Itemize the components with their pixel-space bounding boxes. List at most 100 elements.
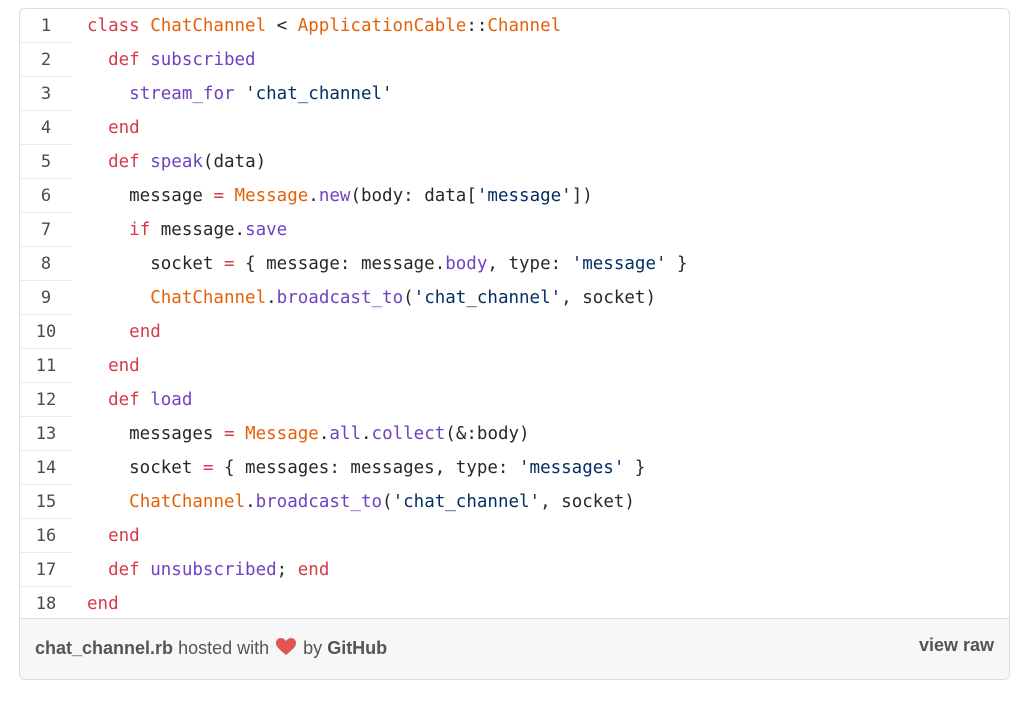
code-token: messages bbox=[87, 424, 224, 444]
code-token: ChatChannel bbox=[150, 288, 267, 308]
code-token bbox=[87, 526, 108, 546]
line-number[interactable]: 16 bbox=[20, 519, 72, 553]
line-number[interactable]: 18 bbox=[35, 594, 57, 614]
code-token: def bbox=[108, 560, 151, 580]
code-token: subscribed bbox=[150, 50, 256, 70]
heart-icon bbox=[276, 638, 297, 661]
code-token: message. bbox=[150, 220, 246, 240]
code-token: new bbox=[318, 186, 351, 206]
line-number[interactable]: 1 bbox=[20, 9, 72, 43]
code-token: speak bbox=[150, 152, 203, 172]
gist-footer: chat_channel.rb hosted with by GitHub vi… bbox=[20, 618, 1009, 679]
code-token bbox=[87, 356, 108, 376]
code-text: def subscribed bbox=[87, 43, 1009, 77]
code-token: . bbox=[318, 424, 330, 444]
code-token: , socket) bbox=[561, 288, 656, 308]
code-token: ( bbox=[403, 288, 414, 308]
code-token: class bbox=[87, 16, 151, 36]
code-line: 4 end bbox=[20, 111, 1009, 145]
code-line: 12 def load bbox=[20, 383, 1009, 417]
line-number[interactable]: 13 bbox=[20, 417, 72, 451]
code-token: 'chat_channel' bbox=[392, 492, 541, 512]
code-token: , type: bbox=[487, 254, 572, 274]
code-token: Message bbox=[245, 424, 319, 444]
code-token: Channel bbox=[487, 16, 562, 36]
line-number[interactable]: 9 bbox=[20, 281, 72, 315]
code-line: 7 if message.save bbox=[20, 213, 1009, 247]
code-token: ; bbox=[276, 560, 298, 580]
code-text: end bbox=[87, 315, 1009, 349]
line-number[interactable]: 14 bbox=[20, 451, 72, 485]
code-line: 6 message = Message.new(body: data['mess… bbox=[20, 179, 1009, 213]
code-token: broadcast_to bbox=[276, 288, 404, 308]
code-token bbox=[87, 152, 108, 172]
code-token bbox=[87, 118, 108, 138]
view-raw-link[interactable]: view raw bbox=[918, 635, 994, 655]
code-line: 14 socket = { messages: messages, type: … bbox=[20, 451, 1009, 485]
code-token: 'messages' bbox=[519, 458, 625, 478]
code-text: messages = Message.all.collect(&:body) bbox=[87, 417, 1009, 451]
code-text: def load bbox=[87, 383, 1009, 417]
line-number[interactable]: 11 bbox=[20, 349, 72, 383]
code-token: socket bbox=[87, 458, 203, 478]
code-line: 9 ChatChannel.broadcast_to('chat_channel… bbox=[20, 281, 1009, 315]
code-line: 3 stream_for 'chat_channel' bbox=[20, 77, 1009, 111]
line-number[interactable]: 7 bbox=[20, 213, 72, 247]
filename-link[interactable]: chat_channel.rb bbox=[35, 638, 174, 658]
code-token bbox=[87, 560, 108, 580]
code-line: 10 end bbox=[20, 315, 1009, 349]
code-token: 'chat_channel' bbox=[413, 288, 562, 308]
code-token: Message bbox=[234, 186, 309, 206]
line-number[interactable]: 10 bbox=[20, 315, 72, 349]
code-token: socket bbox=[87, 254, 224, 274]
code-token: all bbox=[329, 424, 361, 444]
code-token: end bbox=[297, 560, 330, 580]
code-token: = bbox=[213, 186, 224, 206]
line-number[interactable]: 12 bbox=[20, 383, 72, 417]
code-line: 11 end bbox=[20, 349, 1009, 383]
code-token bbox=[87, 492, 129, 512]
code-token: def bbox=[108, 152, 151, 172]
line-number[interactable]: 6 bbox=[20, 179, 72, 213]
gist-meta: chat_channel.rb hosted with by GitHub bbox=[35, 638, 387, 661]
code-token: end bbox=[108, 356, 140, 376]
code-text: stream_for 'chat_channel' bbox=[87, 77, 1009, 111]
code-text: end bbox=[87, 587, 1009, 621]
code-token: < bbox=[266, 16, 298, 36]
code-line: 17 def unsubscribed; end bbox=[20, 553, 1009, 587]
code-token: load bbox=[150, 390, 193, 410]
line-number[interactable]: 2 bbox=[20, 43, 72, 77]
code-token: , socket) bbox=[540, 492, 635, 512]
code-token: stream_for bbox=[129, 84, 235, 104]
code-text: def speak(data) bbox=[87, 145, 1009, 179]
code-token: ApplicationCable bbox=[297, 16, 467, 36]
line-number[interactable]: 4 bbox=[20, 111, 72, 145]
code-token bbox=[87, 390, 108, 410]
code-token: 'message' bbox=[571, 254, 667, 274]
code-text: ChatChannel.broadcast_to('chat_channel',… bbox=[87, 281, 1009, 315]
code-token bbox=[235, 424, 246, 444]
github-link[interactable]: GitHub bbox=[327, 638, 388, 658]
code-token: end bbox=[108, 526, 140, 546]
code-token: ChatChannel bbox=[150, 16, 267, 36]
code-text: message = Message.new(body: data['messag… bbox=[87, 179, 1009, 213]
line-number[interactable]: 8 bbox=[20, 247, 72, 281]
code-line: 5 def speak(data) bbox=[20, 145, 1009, 179]
code-token: collect bbox=[371, 424, 446, 444]
code-text: socket = { messages: messages, type: 'me… bbox=[87, 451, 1009, 485]
line-number[interactable]: 17 bbox=[20, 553, 72, 587]
code-token: ]) bbox=[571, 186, 593, 206]
code-text: def unsubscribed; end bbox=[87, 553, 1009, 587]
code-token bbox=[224, 186, 235, 206]
line-number[interactable]: 5 bbox=[20, 145, 72, 179]
line-number[interactable]: 3 bbox=[20, 77, 72, 111]
code-token: def bbox=[108, 390, 151, 410]
code-line: 8 socket = { message: message.body, type… bbox=[20, 247, 1009, 281]
line-number[interactable]: 15 bbox=[20, 485, 72, 519]
code-token: . bbox=[308, 186, 319, 206]
code-token: broadcast_to bbox=[255, 492, 383, 512]
by-text: by bbox=[303, 638, 323, 658]
code-token: end bbox=[129, 322, 161, 342]
